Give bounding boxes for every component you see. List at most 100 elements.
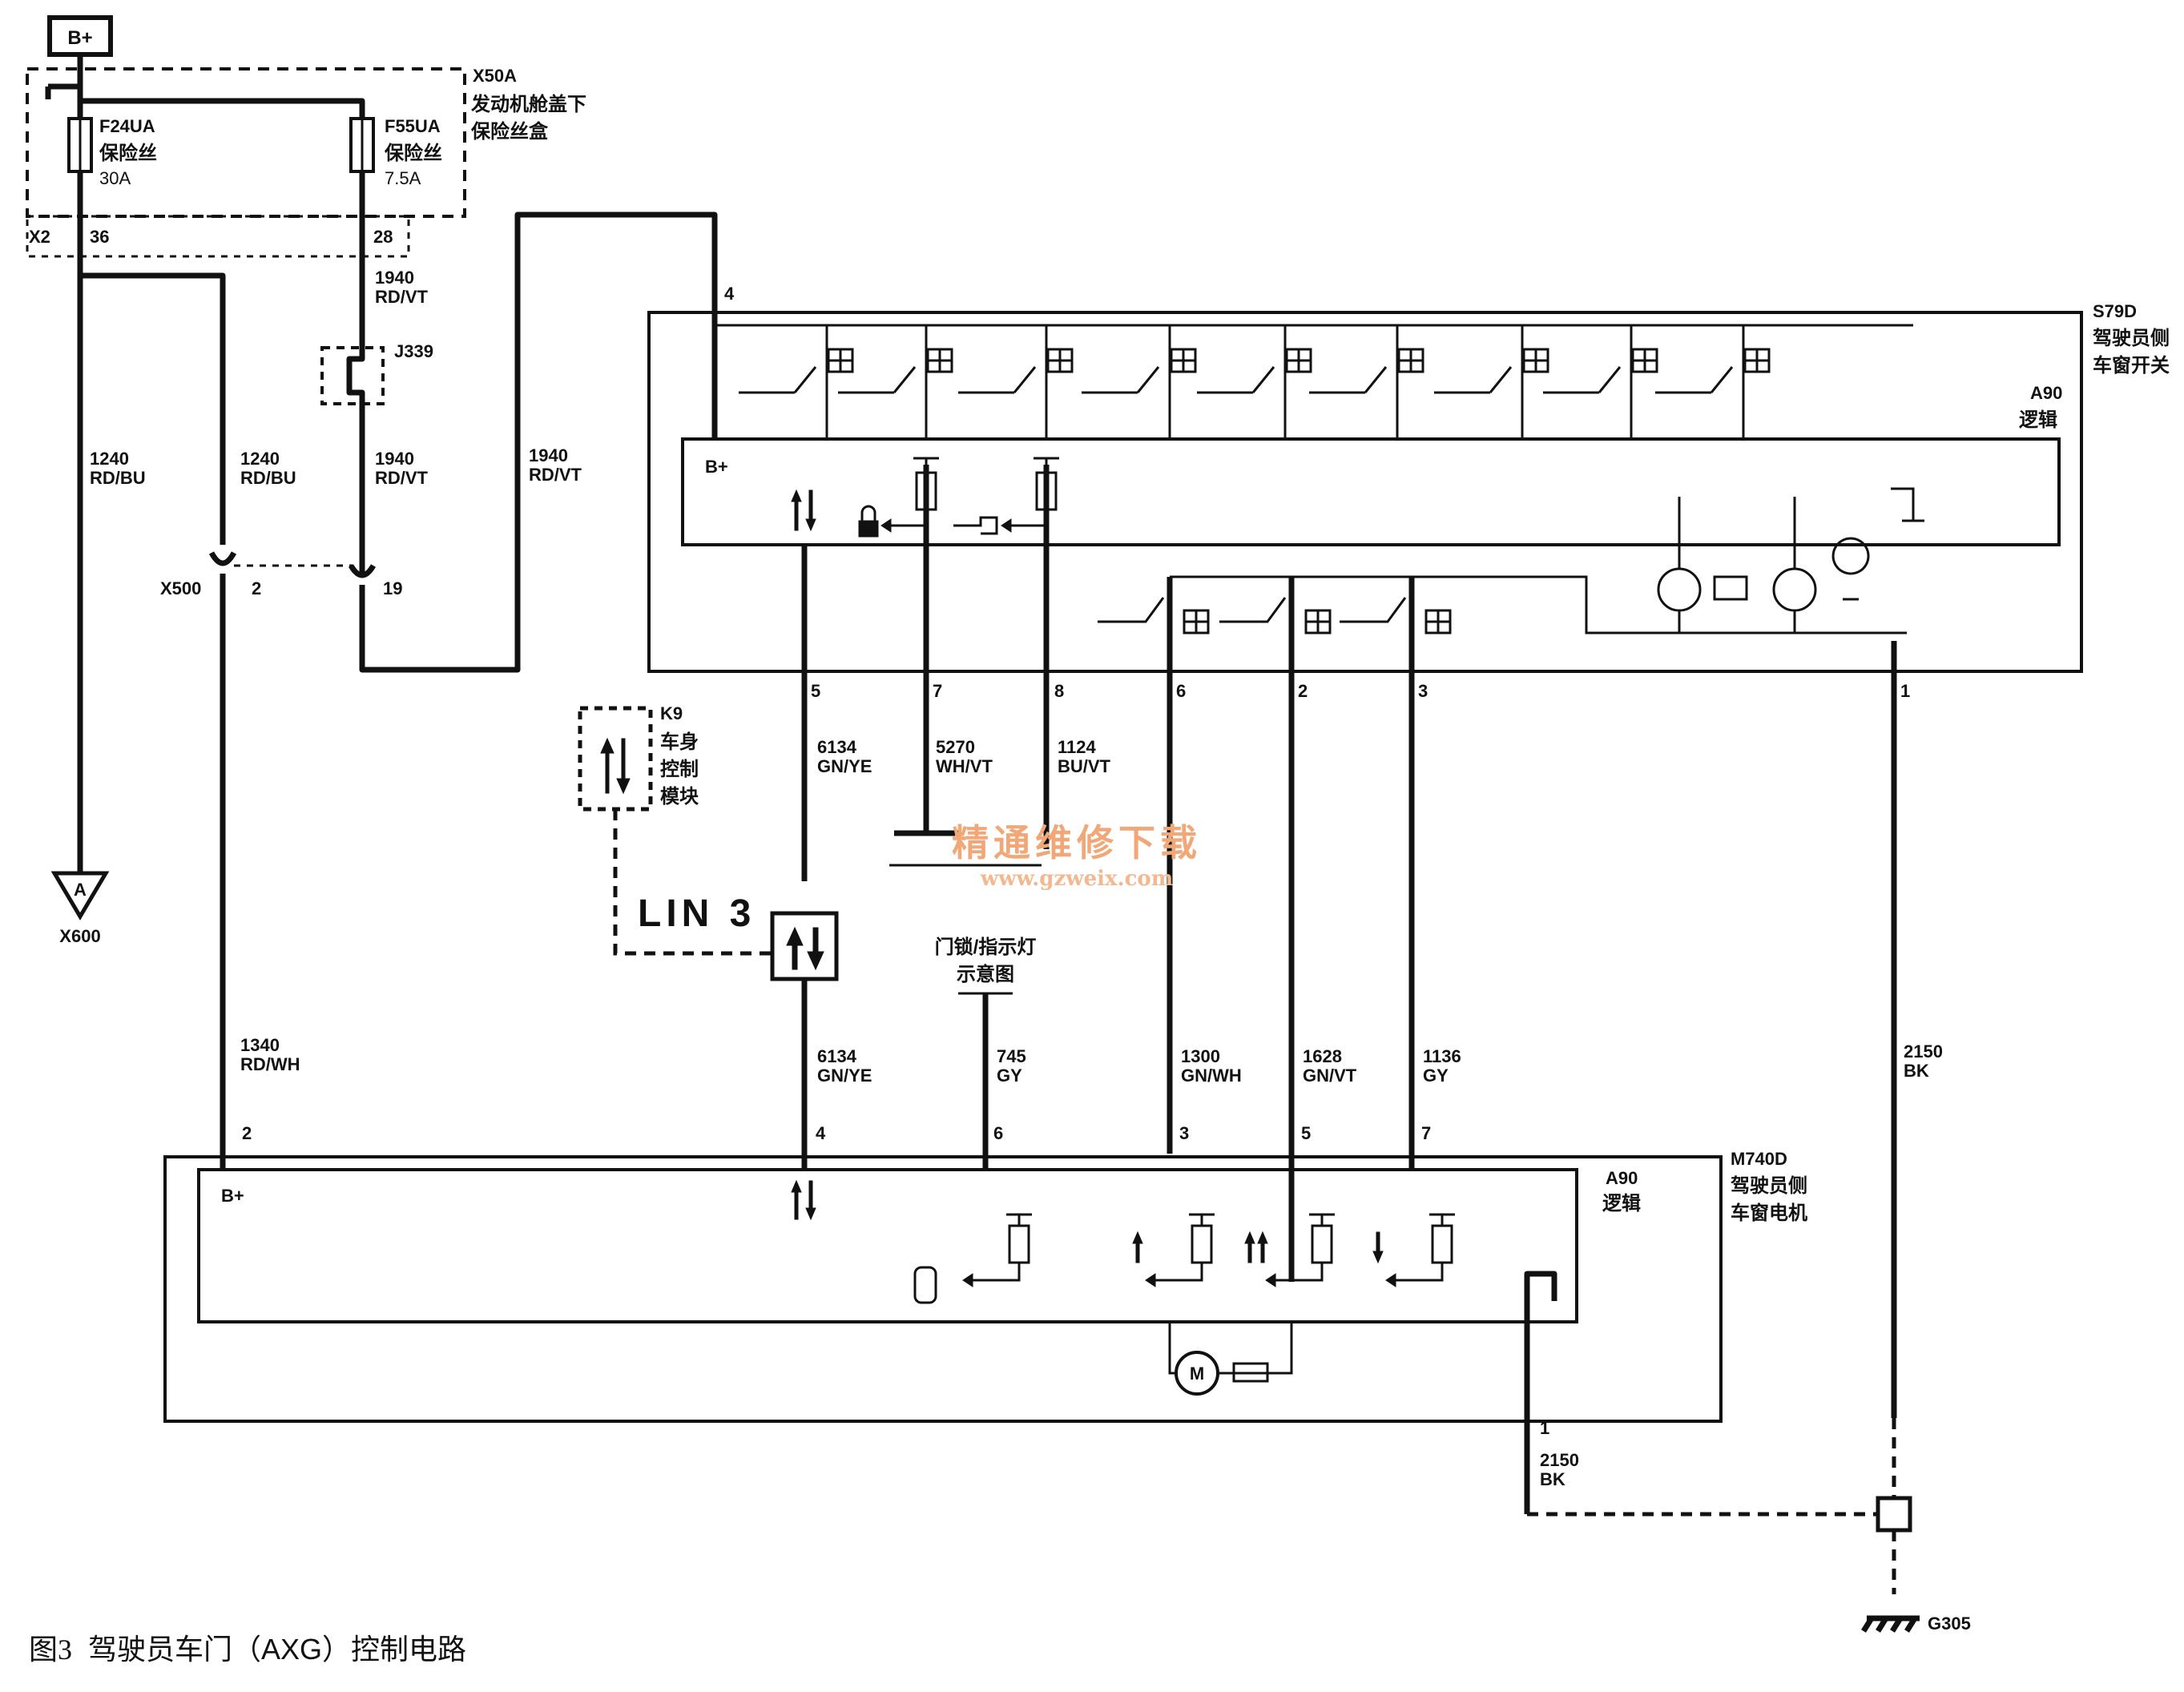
wire-label-745: 745 bbox=[997, 1046, 1026, 1066]
switch-contact bbox=[1082, 325, 1197, 439]
ground-main-id: G305 bbox=[1928, 1613, 1971, 1634]
wire-label-2150a: 2150 bbox=[1904, 1041, 1943, 1062]
splice-j339: J339 bbox=[320, 341, 433, 577]
switch-pin-5: 5 bbox=[811, 681, 820, 701]
caption-number: 3 bbox=[58, 1634, 73, 1666]
bcm-name-3: 模块 bbox=[660, 786, 699, 808]
switch-contact-lower bbox=[1219, 597, 1332, 634]
motor-pin-1: 1 bbox=[1540, 1418, 1549, 1438]
fuse-f55ua-pin: 28 bbox=[373, 227, 393, 247]
motor-symbol: M bbox=[1190, 1364, 1204, 1384]
lin-bus: LIN 3 bbox=[638, 892, 839, 981]
x500-id: X500 bbox=[160, 578, 201, 598]
motor-bplus: B+ bbox=[221, 1186, 244, 1206]
fuse-box: X50A 发动机舱盖下 保险丝盒 X2 bbox=[26, 66, 586, 258]
connector-x500: X500 2 19 bbox=[160, 551, 402, 598]
wire-color-1240b: RD/BU bbox=[240, 468, 296, 488]
wire-color-1940a: RD/VT bbox=[375, 287, 429, 307]
fuse-f24ua-id: F24UA bbox=[99, 116, 155, 136]
motor-logic-name: 逻辑 bbox=[1602, 1192, 1641, 1215]
wire-color-1340: RD/WH bbox=[240, 1054, 300, 1074]
wire-label-1940c: 1940 bbox=[529, 445, 568, 465]
switch-pin-4: 4 bbox=[724, 284, 735, 304]
switch-contact bbox=[739, 325, 854, 439]
wire-label-6134b: 6134 bbox=[817, 1046, 857, 1066]
motor-pin-5: 5 bbox=[1301, 1123, 1311, 1143]
motor-relay bbox=[1372, 1213, 1455, 1287]
motor-pin-4: 4 bbox=[816, 1123, 826, 1143]
motor-pin-7: 7 bbox=[1421, 1123, 1431, 1143]
fuse-box-connector: X2 bbox=[29, 227, 50, 247]
fuse-f24ua-name: 保险丝 bbox=[99, 142, 157, 164]
motor-name-2: 车窗电机 bbox=[1731, 1202, 1807, 1224]
fuse-f24ua-rating: 30A bbox=[99, 168, 131, 188]
watermark-line-1: 精通维修下载 bbox=[952, 821, 1202, 864]
wire-color-5270: WH/VT bbox=[936, 756, 993, 776]
wire-label-1940b: 1940 bbox=[375, 449, 414, 469]
wire-label-1340: 1340 bbox=[240, 1035, 280, 1055]
wire-label-5270: 5270 bbox=[936, 737, 975, 757]
wire-1940-to-switch bbox=[359, 212, 718, 673]
wire-label-1940a: 1940 bbox=[375, 268, 414, 288]
switch-name-1: 驾驶员侧 bbox=[2093, 327, 2170, 349]
door-lock-reference: 门锁/指示灯 示意图 bbox=[935, 936, 1037, 1170]
wire-color-2150b: BK bbox=[1540, 1469, 1565, 1489]
switch-bplus: B+ bbox=[705, 457, 728, 477]
wire-color-1940c: RD/VT bbox=[529, 465, 582, 485]
motor-relay bbox=[962, 1213, 1032, 1287]
motor-up-down-arrows-icon bbox=[791, 1179, 816, 1221]
wire-label-1124: 1124 bbox=[1058, 737, 1096, 757]
switch-contact-lower bbox=[1340, 597, 1452, 634]
fuse-f55ua: F55UA 保险丝 7.5A 28 bbox=[80, 98, 442, 247]
body-control-module-k9: K9 车身 控制 模块 bbox=[578, 703, 771, 956]
motor-relay bbox=[1244, 1213, 1335, 1287]
wire-color-2150a: BK bbox=[1904, 1061, 1929, 1081]
motor-pin-6: 6 bbox=[993, 1123, 1003, 1143]
watermark: 精通维修下载 www.gzweix.com bbox=[952, 814, 1202, 891]
wire-color-1124: BU/VT bbox=[1058, 756, 1111, 776]
watermark-line-2: www.gzweix.com bbox=[980, 867, 1174, 891]
switch-contact bbox=[1543, 325, 1658, 439]
wire-color-6134a: GN/YE bbox=[817, 756, 872, 776]
fuse-f55ua-id: F55UA bbox=[385, 116, 441, 136]
caption-prefix: 图 bbox=[29, 1633, 58, 1666]
wire-color-6134b: GN/YE bbox=[817, 1066, 872, 1086]
switch-contact bbox=[1309, 325, 1424, 439]
battery-label: B+ bbox=[67, 27, 92, 49]
window-switch-s79d: S79D 驾驶员侧 车窗开关 A90 逻辑 B+ bbox=[647, 301, 2170, 673]
up-down-arrows-icon bbox=[791, 489, 816, 532]
switch-pin-1: 1 bbox=[1900, 681, 1910, 701]
fuse-f55ua-rating: 7.5A bbox=[385, 168, 421, 188]
door-lock-ref-1: 门锁/指示灯 bbox=[935, 936, 1037, 958]
switch-contact bbox=[1197, 325, 1312, 439]
switch-contact bbox=[1434, 325, 1549, 439]
switch-logic-elements bbox=[791, 457, 1059, 538]
switch-pin-3: 3 bbox=[1418, 681, 1428, 701]
figure-caption: 图3 驾驶员车门（AXG）控制电路 bbox=[29, 1626, 466, 1668]
switch-lower-region bbox=[1167, 575, 1907, 1282]
ground-a-id: X600 bbox=[59, 926, 100, 946]
switch-logic-id: A90 bbox=[2030, 383, 2062, 403]
motor-logic-id: A90 bbox=[1606, 1168, 1638, 1188]
fuse-f55ua-name: 保险丝 bbox=[384, 142, 442, 164]
wire-label-1300: 1300 bbox=[1181, 1046, 1220, 1066]
splice-id: J339 bbox=[394, 341, 433, 361]
switch-contact bbox=[1655, 325, 1771, 439]
fuse-box-name-1: 发动机舱盖下 bbox=[470, 93, 586, 115]
wire-label-1240a: 1240 bbox=[90, 449, 129, 469]
bcm-name-1: 车身 bbox=[660, 731, 699, 753]
ground-g305: G305 bbox=[1861, 1613, 1971, 1634]
switch-pin-2: 2 bbox=[1298, 681, 1308, 701]
fuse-box-id: X50A bbox=[473, 66, 517, 86]
switch-pin-6: 6 bbox=[1176, 681, 1186, 701]
battery-supply: B+ bbox=[47, 15, 113, 57]
switch-relay bbox=[880, 457, 939, 533]
x500-pin-a: 2 bbox=[252, 578, 261, 598]
fuse-f24ua-pin: 36 bbox=[90, 227, 109, 247]
switch-pin-7: 7 bbox=[933, 681, 942, 701]
switch-relay bbox=[1001, 457, 1059, 533]
switch-name-2: 车窗开关 bbox=[2093, 354, 2170, 377]
door-lock-ref-2: 示意图 bbox=[957, 963, 1014, 985]
wire-label-1136: 1136 bbox=[1423, 1046, 1461, 1066]
